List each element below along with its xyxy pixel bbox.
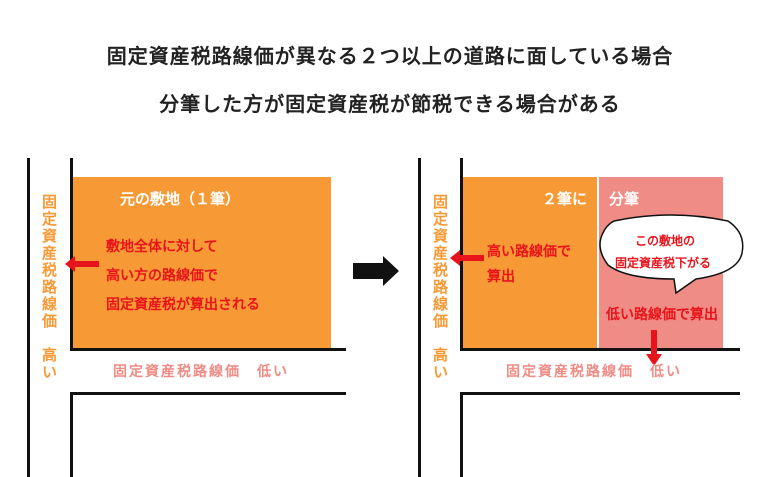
speech-bubble (599, 214, 744, 295)
right-road-vertical-inner (460, 158, 463, 350)
right-diagram: ２筆に 分筆 高い路線価で 算出 この敷地の 固定資産税下がる 低い路線価で算出… (390, 0, 780, 477)
right-red-arrow-left-icon (450, 250, 484, 266)
right-lot-high (463, 177, 597, 348)
right-side-road-high: 高い (431, 347, 449, 381)
left-text-line-1: 敷地全体に対して (106, 239, 218, 255)
left-road-vertical-outer (27, 158, 30, 477)
right-road-vertical-inner-lower (460, 392, 463, 477)
left-bottom-road-label: 固定資産税路線価 低い (113, 364, 289, 380)
left-text-line-3: 固定資産税が算出される (106, 297, 260, 313)
right-left-text-line-1: 高い路線価で (487, 244, 571, 260)
right-side-road-label: 固定資産税路線価 (431, 194, 449, 330)
bubble-text-line-2: 固定資産税下がる (615, 256, 712, 270)
left-side-road-label: 固定資産税路線価 (40, 194, 58, 330)
title-line-1: 固定資産税路線価が異なる２つ以上の道路に面している場合 (106, 44, 674, 68)
right-left-text-line-2: 算出 (487, 269, 515, 285)
right-split-left-label: ２筆に (542, 190, 588, 208)
right-split-right-label: 分筆 (609, 190, 640, 208)
split-divider (597, 177, 599, 348)
left-road-horizontal-top (70, 348, 346, 351)
right-red-arrow-down-icon (646, 330, 662, 366)
bubble-text-line-1: この敷地の (635, 234, 696, 248)
left-side-road-high: 高い (40, 347, 58, 381)
left-text-line-2: 高い方の路線価で (106, 268, 218, 284)
left-road-vertical-inner-lower (70, 392, 73, 477)
left-lot (73, 177, 331, 348)
left-diagram: 元の敷地（１筆） 敷地全体に対して 高い方の路線価で 固定資産税が算出される 固… (27, 158, 346, 477)
right-low-text: 低い路線価で算出 (606, 307, 718, 323)
right-road-horizontal-bottom (460, 392, 740, 395)
transition-arrow-icon (353, 256, 399, 286)
left-lot-title: 元の敷地（１筆） (120, 190, 241, 208)
title-line-2: 分筆した方が固定資産税が節税できる場合がある (159, 92, 621, 116)
left-road-vertical-inner (70, 158, 73, 350)
right-bottom-road-label: 固定資産税路線価 低い (506, 364, 682, 380)
left-road-horizontal-bottom (70, 392, 346, 395)
right-road-vertical-outer (418, 158, 421, 477)
left-red-arrow-icon (65, 256, 99, 272)
right-road-horizontal-top (460, 348, 740, 351)
